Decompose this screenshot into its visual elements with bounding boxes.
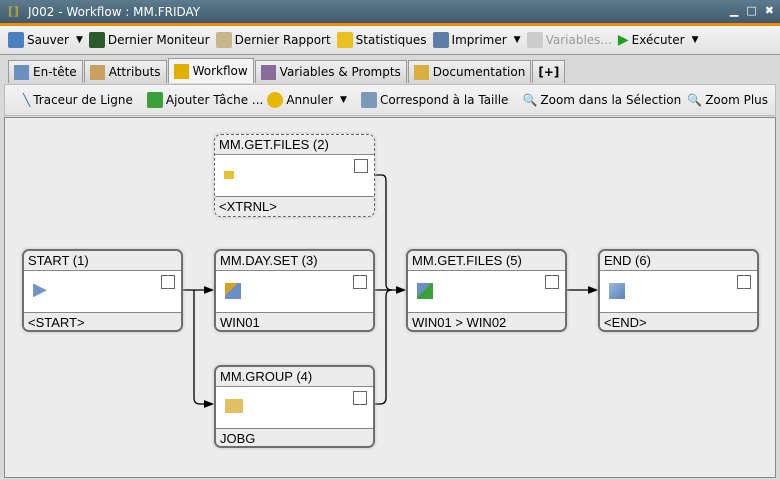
node-title: MM.GET.FILES (5) bbox=[408, 251, 565, 271]
zoom-selection-button[interactable]: 🔍Zoom dans la Sélection bbox=[522, 93, 681, 107]
play-icon: ▶ bbox=[618, 32, 629, 48]
edge-group-getfiles5 bbox=[374, 290, 392, 404]
tab-bar: En-tête Attributs Workflow Variables & P… bbox=[8, 59, 566, 83]
main-toolbar: Sauver▼ Dernier Moniteur Dernier Rapport… bbox=[0, 26, 780, 55]
variables-button[interactable]: Variables... bbox=[527, 32, 612, 48]
task-node-getfiles-2[interactable]: MM.GET.FILES (2) <XTRNL> bbox=[214, 134, 375, 217]
minimize-button[interactable]: ▁ bbox=[730, 4, 738, 17]
printer-icon bbox=[433, 32, 449, 48]
window-title: J002 - Workflow : MM.FRIDAY bbox=[28, 5, 200, 19]
save-button[interactable]: Sauver▼ bbox=[8, 32, 83, 48]
node-menu-icon[interactable] bbox=[545, 275, 559, 289]
last-report-button[interactable]: Dernier Rapport bbox=[216, 32, 331, 48]
report-icon bbox=[216, 32, 232, 48]
title-bar: ⟦⟧ J002 - Workflow : MM.FRIDAY ▁ □ ✖ bbox=[0, 0, 780, 23]
node-menu-icon[interactable] bbox=[161, 275, 175, 289]
node-menu-icon[interactable] bbox=[353, 275, 367, 289]
close-button[interactable]: ✖ bbox=[765, 4, 774, 17]
node-menu-icon[interactable] bbox=[354, 159, 368, 173]
undo-button[interactable]: Annuler▼ bbox=[267, 92, 347, 108]
edge-getfiles2-getfiles5 bbox=[374, 175, 392, 290]
fit-icon bbox=[361, 92, 377, 108]
node-footer: WIN01 > WIN02 bbox=[408, 312, 565, 332]
print-button[interactable]: Imprimer▼ bbox=[433, 32, 521, 48]
workflow-toolbar: ╲Traceur de Ligne Ajouter Tâche ... Annu… bbox=[4, 84, 776, 116]
tab-attributes[interactable]: Attributs bbox=[84, 60, 167, 83]
task-node-dayset[interactable]: MM.DAY.SET (3) WIN01 bbox=[214, 249, 375, 332]
external-task-icon bbox=[224, 171, 234, 179]
node-title: END (6) bbox=[600, 251, 757, 271]
info-icon bbox=[14, 65, 29, 80]
variables-icon bbox=[261, 65, 276, 80]
zoom-selection-icon: 🔍 bbox=[522, 93, 537, 107]
file-transfer-icon bbox=[417, 283, 433, 299]
node-title: MM.GROUP (4) bbox=[216, 367, 373, 387]
end-icon bbox=[609, 283, 625, 299]
execute-dropdown[interactable]: ▼ bbox=[692, 35, 699, 45]
start-triangle-icon: ▶ bbox=[33, 279, 49, 295]
workflow-icon: ⟦⟧ bbox=[8, 5, 22, 19]
script-task-icon bbox=[225, 283, 241, 299]
pencil-icon bbox=[90, 65, 105, 80]
node-title: MM.GET.FILES (2) bbox=[215, 135, 374, 155]
node-title: START (1) bbox=[24, 251, 181, 271]
line-icon: ╲ bbox=[23, 93, 30, 107]
workflow-icon bbox=[174, 64, 189, 79]
save-icon bbox=[8, 32, 24, 48]
tab-variables-prompts[interactable]: Variables & Prompts bbox=[255, 60, 407, 83]
edge-start-group bbox=[194, 290, 213, 404]
group-folder-icon bbox=[225, 399, 243, 413]
tab-documentation[interactable]: Documentation bbox=[408, 60, 532, 83]
tab-workflow[interactable]: Workflow bbox=[168, 58, 254, 83]
undo-dropdown[interactable]: ▼ bbox=[340, 95, 347, 105]
tab-header[interactable]: En-tête bbox=[8, 60, 83, 83]
task-node-group[interactable]: MM.GROUP (4) JOBG bbox=[214, 365, 375, 448]
zoom-plus-icon: 🔍 bbox=[687, 93, 702, 107]
book-icon bbox=[414, 65, 429, 80]
fit-size-button[interactable]: Correspond à la Taille bbox=[361, 92, 509, 108]
tab-add[interactable]: [+] bbox=[532, 60, 565, 83]
line-tracer-button[interactable]: ╲Traceur de Ligne bbox=[23, 93, 133, 107]
node-footer: WIN01 bbox=[216, 312, 373, 332]
add-task-button[interactable]: Ajouter Tâche ... bbox=[147, 92, 263, 108]
node-footer: <END> bbox=[600, 312, 757, 332]
statistics-icon bbox=[337, 32, 353, 48]
node-title: MM.DAY.SET (3) bbox=[216, 251, 373, 271]
maximize-button[interactable]: □ bbox=[746, 4, 756, 17]
add-task-icon bbox=[147, 92, 163, 108]
node-footer: <XTRNL> bbox=[215, 196, 374, 216]
node-menu-icon[interactable] bbox=[353, 391, 367, 405]
print-dropdown[interactable]: ▼ bbox=[514, 35, 521, 45]
node-footer: JOBG bbox=[216, 428, 373, 448]
node-footer: <START> bbox=[24, 312, 181, 332]
execute-button[interactable]: ▶Exécuter▼ bbox=[618, 32, 699, 48]
monitor-icon bbox=[89, 32, 105, 48]
node-menu-icon[interactable] bbox=[737, 275, 751, 289]
save-dropdown[interactable]: ▼ bbox=[76, 35, 83, 45]
variables-icon bbox=[527, 32, 543, 48]
statistics-button[interactable]: Statistiques bbox=[337, 32, 427, 48]
task-node-getfiles-5[interactable]: MM.GET.FILES (5) WIN01 > WIN02 bbox=[406, 249, 567, 332]
undo-icon bbox=[267, 92, 283, 108]
task-node-start[interactable]: START (1) ▶ <START> bbox=[22, 249, 183, 332]
task-node-end[interactable]: END (6) <END> bbox=[598, 249, 759, 332]
zoom-plus-button[interactable]: 🔍Zoom Plus bbox=[687, 93, 768, 107]
last-monitor-button[interactable]: Dernier Moniteur bbox=[89, 32, 210, 48]
